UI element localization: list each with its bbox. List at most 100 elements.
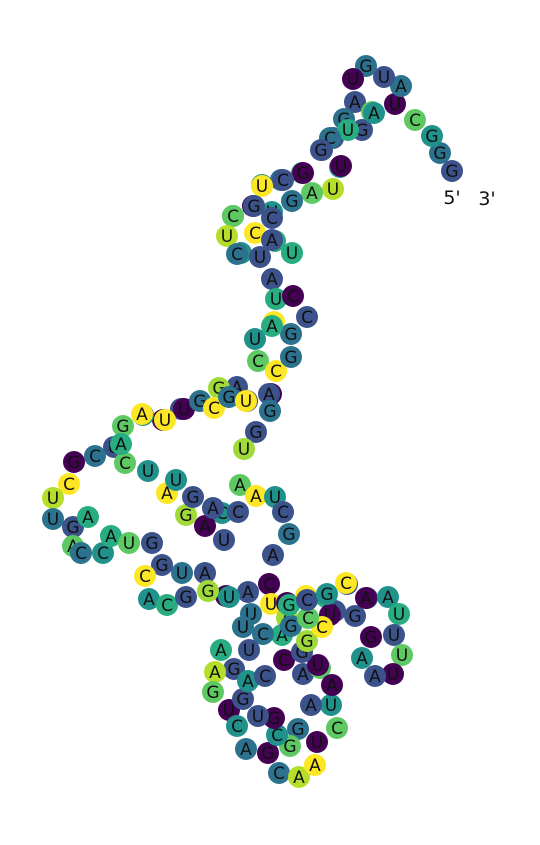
nucleotide-letter: G [267,709,280,729]
nucleotide: G [197,580,219,602]
nucleotide: C [84,445,106,467]
nucleotide-circle [272,169,294,191]
nucleotide-letter: A [242,583,254,603]
nucleotide: G [223,658,245,680]
nucleotide-circle [218,586,240,608]
nucleotide-letter: C [249,224,261,244]
nucleotide-letter: U [221,227,233,247]
nucleotide-circle [281,242,303,264]
nucleotide-circle [260,593,282,615]
nucleotide-letter: U [342,121,354,141]
nucleotide-letter: U [388,626,400,646]
nucleotide-circle [310,139,332,161]
nucleotide-letter: A [199,517,211,537]
nucleotide: C [226,243,248,265]
nucleotide: U [260,593,282,615]
nucleotide: C [227,501,249,523]
nucleotide-letter: U [218,531,230,551]
nucleotide-circle [58,473,80,495]
nucleotide: A [194,515,216,537]
nucleotide-circle [194,562,216,584]
nucleotide-letter: A [297,665,309,685]
nucleotide: G [175,586,197,608]
nucleotide-circle [292,162,314,184]
nucleotide-letter: C [231,245,243,265]
nucleotide-circle [384,93,406,115]
nucleotide-letter: A [207,499,219,519]
nucleotide-circle [391,644,413,666]
nucleotide-letter: A [215,641,227,661]
nucleotide-letter: G [364,628,377,648]
nucleotide-letter: C [227,207,239,227]
nucleotide: G [360,626,382,648]
nucleotide: A [300,694,322,716]
nucleotide-circle [114,452,136,474]
nucleotide-circle [280,615,302,637]
nucleotide-letter: C [97,544,109,564]
nucleotide: A [110,433,132,455]
nucleotide: A [202,497,224,519]
nucleotide-circle [326,717,348,739]
nucleotide-letter: G [282,525,295,545]
nucleotide: A [390,75,412,97]
nucleotide-circle [232,616,254,638]
nucleotide-letter: U [240,392,252,412]
nucleotide-letter: U [393,605,405,625]
nucleotide-letter: G [179,588,192,608]
nucleotide-circle [110,433,132,455]
nucleotide: G [263,707,285,729]
nucleotide: C [282,285,304,307]
nucleotide: C [114,452,136,474]
nucleotide: C [222,205,244,227]
nucleotide-circle [257,742,279,764]
nucleotide-circle [330,155,352,177]
nucleotide: C [70,542,92,564]
nucleotide-letter: G [155,556,168,576]
nucleotide-circle [202,497,224,519]
nucleotide-letter: A [360,589,372,609]
nucleotide-circle [138,588,160,610]
nucleotide-circle [301,182,323,204]
nucleotide-circle [237,581,259,603]
nucleotide: U [306,731,328,753]
nucleotide: A [235,738,257,760]
nucleotide: G [429,142,451,164]
nucleotide-letter: C [277,171,289,191]
nucleotide: U [42,508,64,530]
nucleotide: G [259,400,281,422]
nucleotide-circle [226,715,248,737]
nucleotide-letter: G [445,162,458,182]
nucleotide-letter: A [266,270,278,290]
nucleotide: U [382,663,404,685]
nucleotide-circle [70,542,92,564]
nucleotide-letter: C [301,308,313,328]
nucleotide-letter: C [271,726,283,746]
nucleotide-letter: A [250,487,262,507]
nucleotide: C [226,715,248,737]
nucleotide-circle [244,328,266,350]
nucleotide-circle [213,529,235,551]
nucleotide-circle [243,195,265,217]
nucleotide: G [151,554,173,576]
nucleotide-letter: U [286,244,298,264]
nucleotide: A [100,525,122,547]
nucleotide-circle [263,707,285,729]
nucleotide-circle [355,587,377,609]
nucleotide-circle [282,285,304,307]
nucleotide-circle [421,125,443,147]
nucleotide-letter: U [170,471,182,491]
nucleotide-circle [182,486,204,508]
nucleotide: G [141,532,163,554]
nucleotide: U [388,603,410,625]
nucleotide-circle [278,594,300,616]
nucleotide-letter: A [349,93,361,113]
nucleotide: C [273,649,295,671]
nucleotide: G [218,386,240,408]
nucleotide-circle [258,573,280,595]
three-prime-label: 3' [478,188,495,210]
nucleotide: G [63,451,85,473]
nucleotide-letter: C [277,503,289,523]
nucleotide: U [342,68,364,90]
nucleotide-letter: U [178,400,190,420]
nucleotide: U [281,242,303,264]
